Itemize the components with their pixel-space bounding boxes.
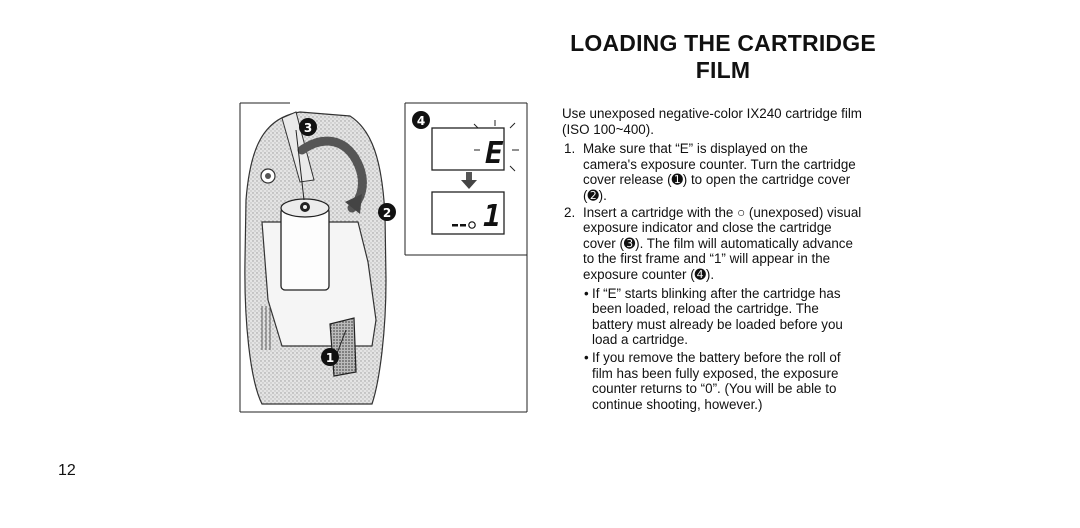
callout-3: 3 <box>299 118 317 136</box>
lcd-top-value: E <box>485 136 504 171</box>
note-text: If “E” starts blinking after the cartrid… <box>592 285 843 348</box>
title-line-2: FILM <box>695 57 751 83</box>
svg-text:4: 4 <box>417 114 425 128</box>
lcd-bottom-value: 1 <box>483 199 501 234</box>
down-arrow-icon <box>461 172 477 189</box>
step-text: Make sure that “E” is displayed on the c… <box>583 141 856 203</box>
note-text: If you remove the battery before the rol… <box>592 349 841 412</box>
svg-text:2: 2 <box>383 206 391 220</box>
callout-1: 1 <box>321 348 339 366</box>
bullet: • <box>584 349 589 365</box>
step-1: 1. Make sure that “E” is displayed on th… <box>562 141 862 203</box>
instructions: Use unexposed negative-color IX240 cartr… <box>562 106 862 414</box>
page-title: LOADING THE CARTRIDGE FILM <box>548 30 898 84</box>
notes-list: • If “E” starts blinking after the cartr… <box>583 286 862 413</box>
film-cartridge-icon <box>280 198 330 291</box>
step-2: 2. Insert a cartridge with the ○ (unexpo… <box>562 205 862 413</box>
callout-4: 4 <box>412 111 430 129</box>
bullet: • <box>584 285 589 301</box>
callout-2: 2 <box>378 203 396 221</box>
title-line-1: LOADING THE CARTRIDGE <box>570 30 876 56</box>
steps-list: 1. Make sure that “E” is displayed on th… <box>562 141 862 412</box>
step-text: Insert a cartridge with the ○ (unexposed… <box>583 204 862 282</box>
rotation-arrow-icon <box>297 136 367 214</box>
svg-text:3: 3 <box>304 121 312 135</box>
step-number: 2. <box>564 204 576 220</box>
page-number: 12 <box>58 462 76 479</box>
svg-text:1: 1 <box>326 351 334 365</box>
intro-text: Use unexposed negative-color IX240 cartr… <box>562 106 862 137</box>
lcd-inset: E 1 <box>404 102 528 256</box>
note-item: • If you remove the battery before the r… <box>583 350 862 412</box>
camera-illustration <box>239 102 528 413</box>
note-item: • If “E” starts blinking after the cartr… <box>583 286 862 348</box>
step-number: 1. <box>564 141 576 157</box>
